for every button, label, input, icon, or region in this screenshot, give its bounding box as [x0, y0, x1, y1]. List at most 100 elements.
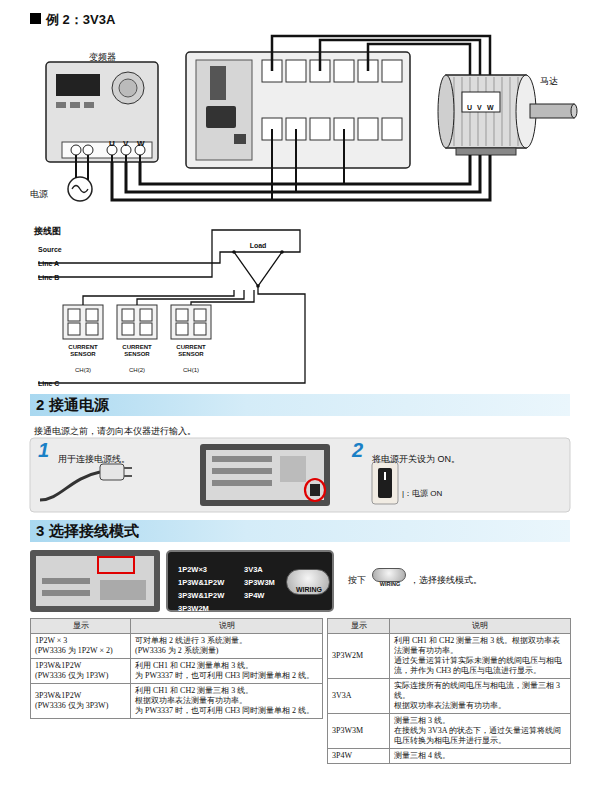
- cell-text: 利用 CH1 和 CH2 测量单相 3 线。: [135, 661, 318, 671]
- text-slot: CH(3): [58, 358, 108, 376]
- motor-body: [446, 75, 526, 148]
- sensor-terminal: [122, 323, 134, 335]
- table-cell: 利用 CH1 和 CH2 测量三相 3 线。根据双功率表法测量有功功率。通过矢量…: [390, 634, 571, 679]
- terminal-label: V: [477, 104, 482, 112]
- text-slot: 3P3W2M: [178, 597, 209, 615]
- cell-text: 说明: [394, 621, 566, 631]
- cell-text: (PW3336 仅为 3P3W): [35, 701, 126, 711]
- table-cell: 说明: [131, 619, 323, 634]
- label-slot: W: [137, 132, 145, 150]
- input-terminal: [358, 118, 378, 140]
- sensor-terminal: [140, 323, 152, 335]
- instrument-drawing: [186, 52, 410, 168]
- table-cell: 实际连接所有的线间电压与相电流，测量三相 3 线。根据双功率表法测量有功功率。: [390, 679, 571, 714]
- node-text: 用于连接电源线。: [58, 454, 130, 465]
- motor-fins: [454, 77, 518, 146]
- line-b-wire: [38, 230, 300, 277]
- table-cell: 3P4W: [328, 749, 390, 764]
- label-slot: Line B: [38, 266, 59, 284]
- instruction-text: 按下: [348, 575, 366, 586]
- input-terminal: [382, 118, 402, 140]
- table-row: 显示说明: [328, 619, 571, 634]
- cell-text: 在接线为 3V3A 的状态下，通过矢量运算将线间电压转换为相电压并进行显示。: [394, 726, 566, 746]
- title-marker: [30, 13, 41, 24]
- node-text: 3 选择接线模式: [36, 522, 139, 540]
- input-terminal: [382, 60, 402, 82]
- input-terminal: [286, 60, 306, 82]
- diagram-heading: 接线图: [34, 226, 61, 237]
- inverter-knob-center: [119, 79, 137, 97]
- node-text: Load: [250, 242, 267, 250]
- terminal-box: [462, 92, 500, 112]
- inverter-display: [56, 74, 100, 96]
- step-box: 1用于连接电源线。2将电源开关设为 ON。|：电源 ON: [30, 438, 570, 512]
- table-cell: 3P3W&1P2W(PW3336 仅为 3P3W): [31, 684, 131, 719]
- table-cell: 说明: [390, 619, 571, 634]
- cable: [87, 162, 89, 176]
- label-slot: W: [487, 96, 494, 114]
- sensor-symbol: [117, 305, 157, 339]
- display-row: [42, 590, 90, 596]
- sensor-terminal: [194, 323, 206, 335]
- section-band: 2 接通电源: [30, 394, 570, 416]
- text-slot: 3P3W&1P2W: [178, 584, 224, 602]
- sensor-terminal: [176, 323, 188, 335]
- cell-text: 3P3W&1P2W: [35, 691, 126, 701]
- power-switch: [310, 484, 320, 496]
- plug: [100, 464, 124, 480]
- line-label: Line C: [38, 380, 59, 388]
- wiring-button: WIRING: [286, 569, 330, 595]
- sensor-terminal: [194, 309, 206, 321]
- power-inlet: [206, 106, 236, 128]
- display-row: [212, 456, 272, 462]
- node-text: CURRENT SENSOR: [112, 344, 162, 358]
- cell-text: 3P3W2M: [332, 651, 385, 661]
- node-text: 3P4W: [244, 591, 264, 600]
- terminal-label: W: [137, 139, 145, 149]
- cell-text: 显示: [332, 621, 385, 631]
- table-cell: 显示: [328, 619, 390, 634]
- source-lead: [76, 176, 88, 180]
- front-panel-drawing: [30, 550, 160, 612]
- node-text: 电源: [30, 189, 48, 200]
- sensor-terminal: [122, 309, 134, 321]
- instrument-io-panel: [196, 60, 252, 160]
- cell-text: 可对单相 2 线进行 3 系统测量。: [135, 636, 318, 646]
- label-slot: Line A: [38, 252, 59, 270]
- inverter-key: [70, 102, 80, 108]
- text-slot: 电源: [30, 183, 48, 201]
- table-cell: 显示: [31, 619, 131, 634]
- sensor-line: [191, 290, 254, 305]
- line-label: Line A: [38, 260, 59, 268]
- key-block: [280, 456, 306, 482]
- text-slot: CURRENT SENSOR: [166, 342, 216, 360]
- text-slot: 马达: [540, 70, 558, 88]
- label-slot: U: [467, 96, 472, 114]
- node-text: 将电源开关设为 ON。: [372, 454, 460, 465]
- table-row: 3V3A实际连接所有的线间电压与相电流，测量三相 3 线。根据双功率表法测量有功…: [328, 679, 571, 714]
- inverter-case: [46, 62, 158, 162]
- text-slot: 将电源开关设为 ON。: [372, 448, 460, 466]
- sensor-terminal: [68, 323, 80, 335]
- text-slot: 2: [352, 438, 363, 462]
- highlight-circle: [305, 479, 325, 501]
- cell-text: (PW3336 仅为 1P3W): [35, 671, 126, 681]
- cell-text: 为 PW3337 时，也可利用 CH3 同时测量单相 2 线。: [135, 671, 318, 681]
- node-text: CH(2): [129, 367, 145, 374]
- cell-text: (PW3336 为 2 系统测量): [135, 646, 318, 656]
- node-text: CURRENT SENSOR: [166, 344, 216, 358]
- motor: 马达: [436, 60, 586, 155]
- text-slot: 3P3W3M: [244, 571, 275, 589]
- sensor-symbol: [63, 305, 103, 339]
- label-slot: 按下: [348, 569, 366, 587]
- title-wrap: 例 2：3V3A: [46, 10, 115, 28]
- node-text: 马达: [540, 76, 558, 87]
- instrument-face: [206, 450, 324, 500]
- node-text: 1P2W×3: [178, 565, 207, 574]
- table-cell: 3P3W2M: [328, 634, 390, 679]
- power-cord: [40, 472, 100, 500]
- key-block: [100, 580, 146, 600]
- cell-text: 测量三相 3 线。: [394, 716, 566, 726]
- display-row: [212, 468, 272, 474]
- instrument-face: [36, 556, 154, 606]
